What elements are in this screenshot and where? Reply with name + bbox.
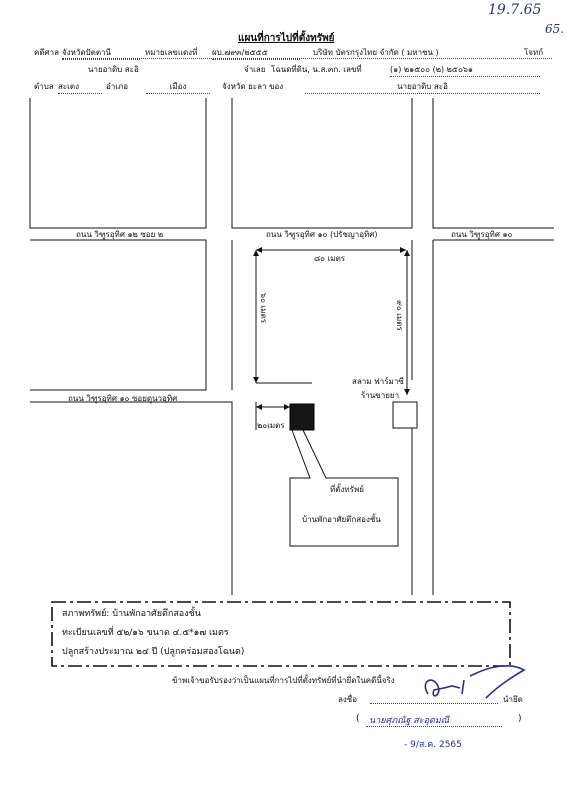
landmark-pharmacy-name: สลาม ฟาร์มาซี bbox=[352, 377, 404, 386]
property-registration: ทะเบียนเลขที่ ๕๒/๑๖ ขนาด ๔.๕*๑๗ เมตร bbox=[62, 628, 229, 638]
distance-60-label: ๖๐ เมตร bbox=[259, 293, 268, 324]
signature-line bbox=[370, 703, 498, 704]
court-value: จังหวัดปัตตานี bbox=[62, 46, 140, 60]
province-label: จังหวัด ยะลา ของ bbox=[222, 82, 284, 91]
property-condition: สภาพทรัพย์: บ้านพักอาศัยตึกสองชั้น bbox=[62, 609, 201, 619]
amphoe-label: อำเภอ bbox=[106, 82, 129, 91]
block-top-left bbox=[29, 98, 207, 229]
road-label-mid-left: ถนน วิฑูรอุทิศ ๑๐ ซอยดูนวอุทิศ bbox=[68, 394, 178, 403]
block-mid-left bbox=[30, 239, 207, 391]
handwritten-signature bbox=[424, 664, 526, 699]
case-label: หมายเลขแดงที่ bbox=[145, 48, 198, 57]
handwritten-date: 19.7.65 bbox=[488, 2, 542, 18]
callout-title: ที่ตั้งทรัพย์ bbox=[330, 485, 364, 494]
road-label-top-right: ถนน วิฑูรอุทิศ ๑๐ bbox=[451, 230, 513, 239]
plaintiff-label: โจทก์ bbox=[524, 48, 544, 57]
case-value: ผบ.๗๙๓/๒๕๕๕ bbox=[212, 46, 300, 60]
deed-label: โฉนดที่ดิน, น.ส.๓ก. เลขที่ bbox=[271, 65, 362, 74]
defendant-name: นายอาดิบ สะอิ bbox=[88, 65, 139, 74]
sign-label: ลงชื่อ bbox=[338, 695, 358, 704]
property-marker bbox=[289, 403, 315, 431]
road-label-top-mid: ถนน วิฑูรอุทิศ ๑๐ (ปรัชญาอุทิศ) bbox=[266, 230, 378, 239]
name-line bbox=[366, 726, 502, 727]
handwritten-mark: 65. bbox=[545, 22, 565, 36]
property-box-border bbox=[51, 601, 511, 667]
block-top-right bbox=[432, 98, 554, 229]
page-title: แผนที่การไปที่ตั้งทรัพย์ bbox=[238, 33, 335, 44]
sign-date: - 9/ส.ค. 2565 bbox=[404, 740, 462, 750]
block-low-left bbox=[30, 401, 233, 595]
owner-value: นายอาดิบ สะอิ bbox=[305, 80, 540, 94]
pharmacy-marker bbox=[392, 401, 418, 429]
distance-90-label: ๙๐ เมตร bbox=[395, 300, 404, 331]
block-top-mid bbox=[231, 98, 413, 229]
callout-box bbox=[289, 429, 399, 547]
deed-value: (๑) ๒๑๕๐๐ (๒) ๒๕๐๖๑ bbox=[390, 63, 540, 77]
signer-name: นายศุภณัฐ สะอุดมณี bbox=[369, 716, 450, 726]
distance-20-label: ๒๐เมตร bbox=[257, 421, 285, 430]
tambon-label: ตำบล bbox=[34, 82, 54, 91]
road-label-top-left: ถนน วิฑูรอุทิศ ๑๒ ซอย ๒ bbox=[76, 230, 164, 239]
role-label: นำยึด bbox=[503, 695, 523, 704]
paren-open: ( bbox=[356, 714, 360, 724]
court-label: คดีศาล bbox=[34, 48, 60, 57]
tambon-value: สะเตง bbox=[58, 80, 102, 94]
distance-80-label: ๘๐ เมตร bbox=[314, 254, 346, 263]
paren-close: ) bbox=[518, 714, 522, 724]
certification-statement: ข้าพเจ้าขอรับรองว่าเป็นแผนที่การไปที่ตั้… bbox=[172, 676, 395, 685]
defendant-label: จำเลย bbox=[244, 65, 266, 74]
landmark-pharmacy-type: ร้านขายยา bbox=[361, 391, 400, 400]
property-age: ปลูกสร้างประมาณ ๒๔ ปี (ปลูกคร่อมสองโฉนด) bbox=[62, 647, 245, 657]
callout-desc: บ้านพักอาศัยตึกสองชั้น bbox=[302, 515, 381, 524]
amphoe-value: เมือง bbox=[146, 80, 210, 94]
plaintiff-value: บริษัท บัตรกรุงไทย จำกัด ( มหาชน ) bbox=[313, 48, 439, 57]
row1-underline bbox=[62, 58, 552, 59]
